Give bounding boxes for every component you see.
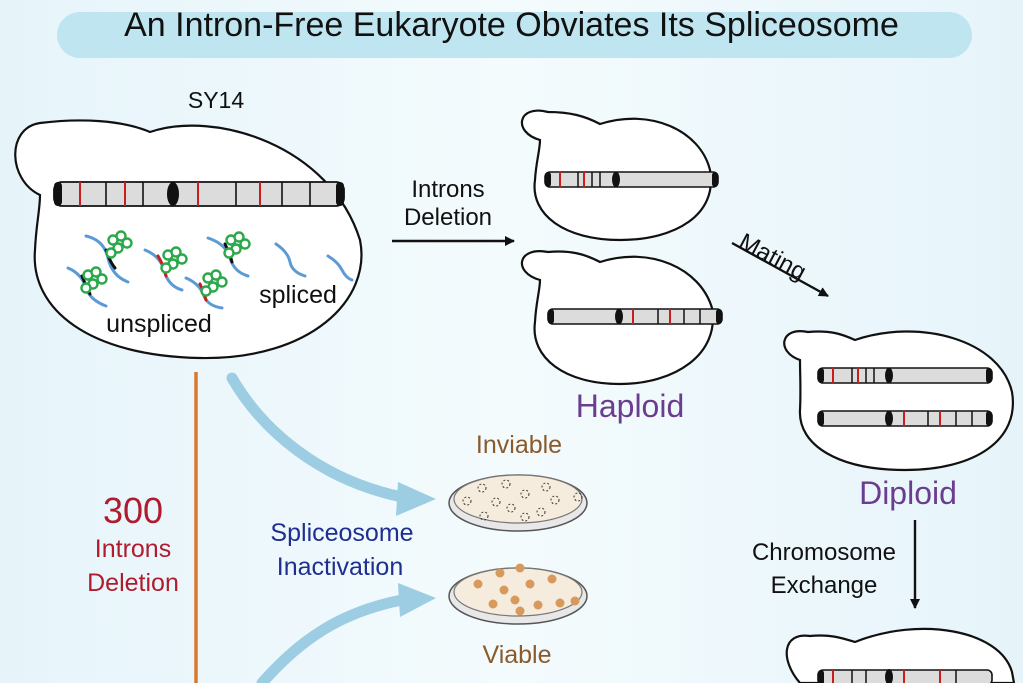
title-pill: [57, 12, 972, 58]
viable-plate: [448, 563, 588, 625]
intron-count-label-line3: Deletion: [87, 569, 179, 597]
haploid-cell-top: [520, 109, 719, 242]
sy14-cell: [14, 119, 363, 360]
introns-deletion-label-line1: Introns: [411, 176, 485, 203]
diploid-cell: [783, 330, 1015, 472]
exchanged-cell-partial: [785, 627, 1016, 683]
inviable-label: Inviable: [475, 431, 563, 459]
diploid-label: Diploid: [859, 475, 957, 511]
chromosome-exchange-label-line2: Exchange: [770, 572, 878, 599]
viable-label: Viable: [482, 641, 552, 669]
spliceosome-inactivation-label-line1: Spliceosome: [270, 519, 414, 547]
spliced-label: spliced: [259, 281, 337, 309]
intron-count: 300: [102, 490, 164, 531]
inactivation-arrow-to-inviable: [226, 372, 436, 516]
intron-count-label-line2: Introns: [94, 535, 172, 563]
introns-deletion-label-line2: Deletion: [403, 204, 493, 231]
chromosome-exchange-label-line1: Chromosome: [751, 539, 897, 566]
strain-label: SY14: [187, 87, 245, 113]
spliceosome-inactivation-label-line2: Inactivation: [276, 553, 404, 581]
mating-arrow: [731, 241, 829, 298]
inactivation-arrow-to-viable: [256, 583, 436, 683]
spliced-rna-group: [274, 242, 354, 282]
spliceosome-clusters: [80, 230, 251, 297]
sy14-chromosome: [53, 181, 345, 207]
haploid-cell-bottom: [520, 250, 723, 386]
unspliced-label: unspliced: [106, 310, 212, 338]
haploid-label: Haploid: [575, 388, 685, 424]
figure-title: An Intron-Free Eukaryote Obviates Its Sp…: [124, 6, 899, 44]
inviable-plate: [448, 474, 588, 532]
